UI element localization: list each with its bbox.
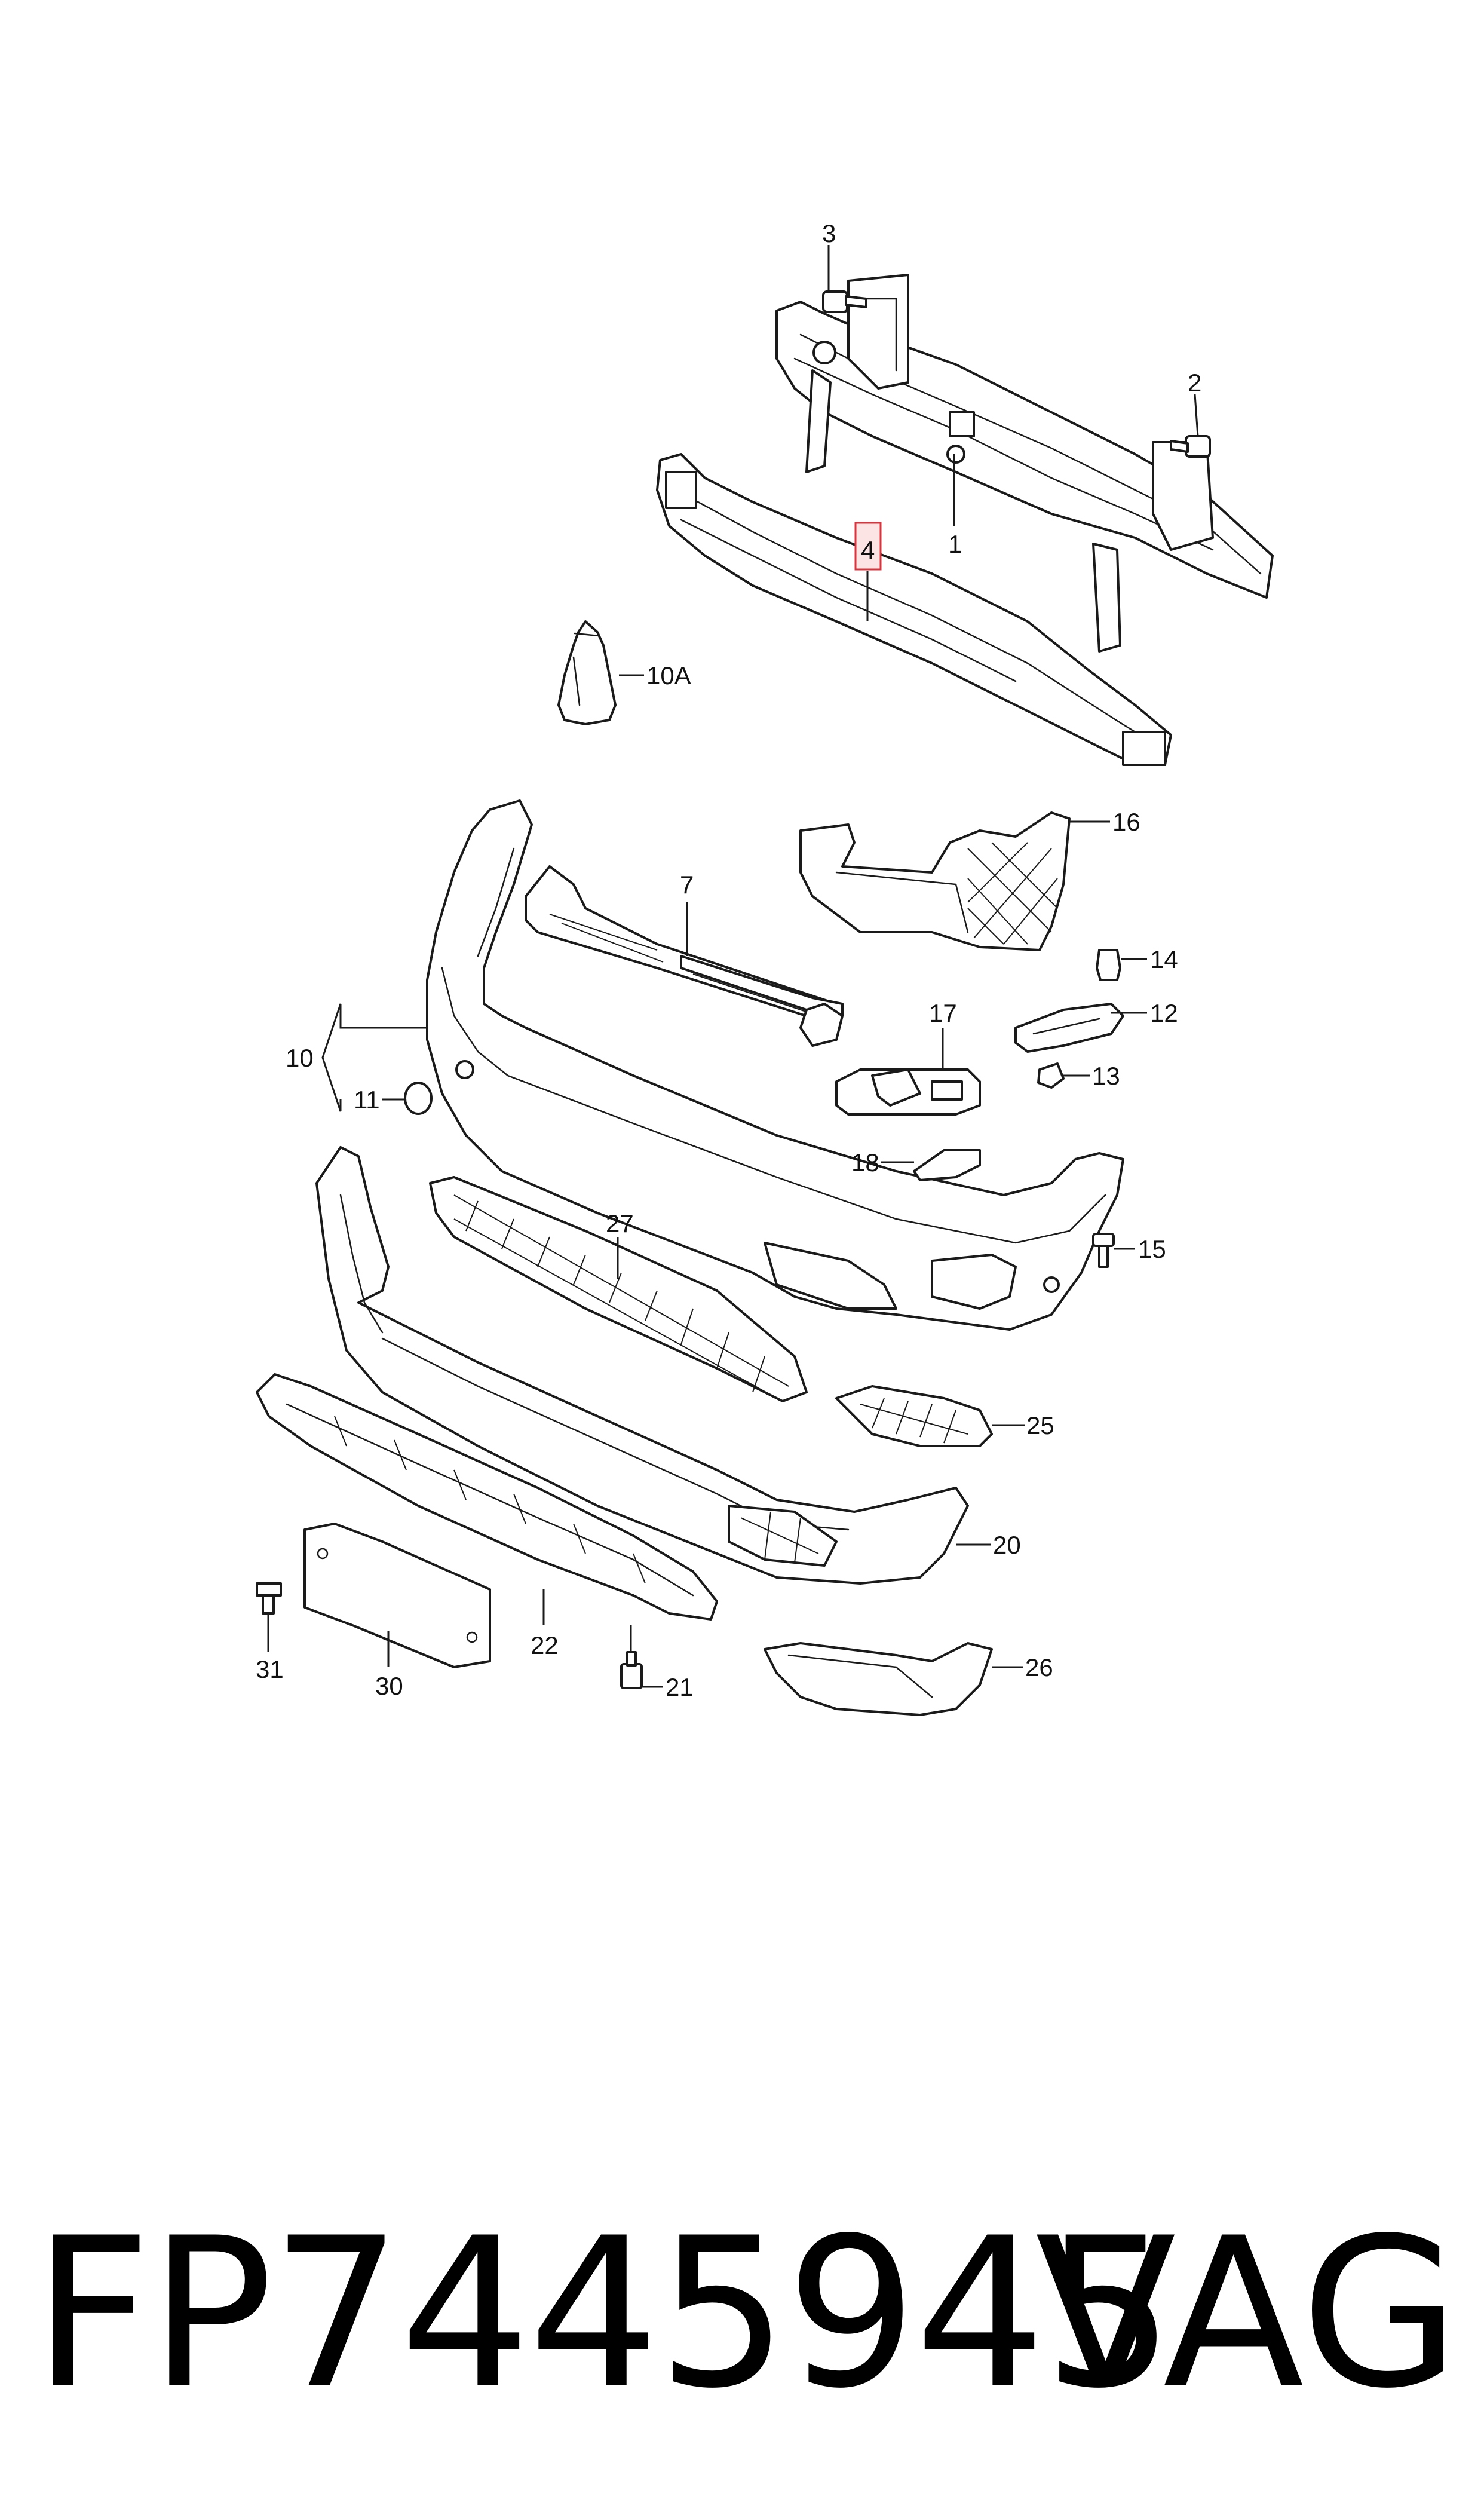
part-14-clip: [1096, 949, 1121, 981]
callout-30[interactable]: 30: [375, 1672, 403, 1700]
callout-4[interactable]: 4: [861, 536, 875, 564]
callout-22[interactable]: 22: [531, 1631, 559, 1659]
part-11-cap: [404, 1082, 433, 1115]
leader-lines: [267, 245, 1199, 1688]
callout-18[interactable]: 18: [851, 1148, 879, 1177]
callout-15[interactable]: 15: [1138, 1235, 1166, 1263]
part-7-grille-strip: [525, 865, 844, 1047]
callout-2[interactable]: 2: [1188, 369, 1201, 397]
brand-text: VAG: [1035, 2194, 1460, 2434]
callout-26[interactable]: 26: [1025, 1653, 1053, 1681]
part-21-bolt: [620, 1651, 643, 1689]
callout-1[interactable]: 1: [948, 530, 962, 558]
part-2-bolt: [1170, 435, 1211, 458]
part-15-bolt: [1092, 1233, 1115, 1268]
part-12-bracket-strip: [1014, 1003, 1124, 1053]
part-26-trim: [764, 1642, 993, 1716]
part-number-text: FP7445945: [33, 2194, 1175, 2434]
callout-31[interactable]: 31: [256, 1655, 284, 1683]
callout-17[interactable]: 17: [929, 999, 957, 1027]
callout-14[interactable]: 14: [1150, 945, 1178, 973]
part-18-cap: [913, 1149, 981, 1181]
callout-13[interactable]: 13: [1092, 1062, 1120, 1090]
callout-21[interactable]: 21: [666, 1673, 694, 1701]
part-4-reinforcement-beam: [656, 453, 1172, 766]
callout-10[interactable]: 10: [286, 1044, 314, 1072]
part-3-bolt: [822, 290, 867, 313]
part-22-undertray: [256, 1373, 718, 1621]
callout-10a[interactable]: 10A: [646, 661, 691, 690]
part-1-bumper-carrier: [775, 274, 1274, 653]
part-10a-bag: [557, 620, 617, 725]
callout-7[interactable]: 7: [680, 871, 694, 899]
highlight-box-part-4: [854, 522, 882, 571]
part-31-clip: [256, 1582, 282, 1615]
callout-20[interactable]: 20: [993, 1531, 1021, 1559]
part-27-grille: [429, 1176, 808, 1402]
part-13-clip: [1037, 1062, 1065, 1089]
callout-16[interactable]: 16: [1112, 808, 1140, 836]
callout-11[interactable]: 11: [354, 1086, 380, 1114]
part-25-fog-grille: [835, 1385, 993, 1447]
callout-27[interactable]: 27: [606, 1209, 634, 1237]
part-16-bracket: [799, 811, 1071, 951]
part-10-bumper-cover: [426, 799, 1124, 1331]
part-17-sensor-holder: [835, 1068, 981, 1116]
part-30-license-plate-holder: [303, 1523, 491, 1668]
part-20-lower-frame: [315, 1146, 969, 1585]
callout-12[interactable]: 12: [1150, 999, 1178, 1027]
callout-25[interactable]: 25: [1026, 1411, 1054, 1439]
callout-3[interactable]: 3: [822, 219, 836, 247]
callout-labels: 3 2 1 4 10A 16 7 14 12 17 13 10 11 18 27…: [256, 219, 1201, 1701]
